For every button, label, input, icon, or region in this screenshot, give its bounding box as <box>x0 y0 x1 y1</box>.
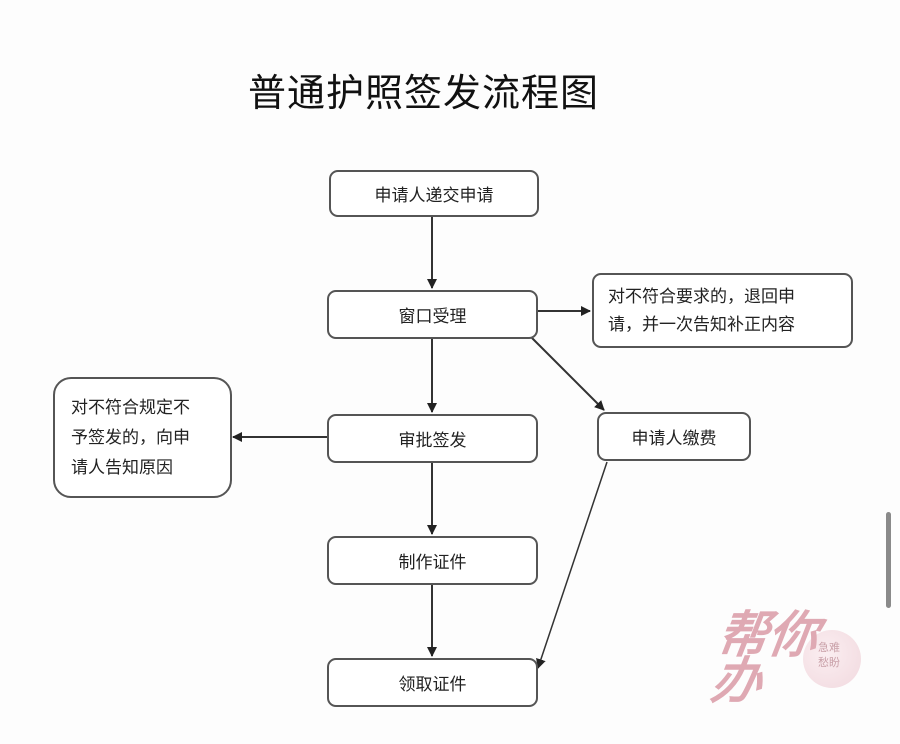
node-reject-approval: 对不符合规定不 予签发的，向申 请人告知原因 <box>53 377 232 498</box>
vertical-scrollbar[interactable] <box>886 512 891 608</box>
node-label: 审批签发 <box>398 431 467 451</box>
node-label: 申请人递交申请 <box>374 186 494 206</box>
node-approve-issue: 审批签发 <box>327 414 538 463</box>
node-label: 申请人缴费 <box>631 429 717 449</box>
node-label: 领取证件 <box>398 675 467 695</box>
node-pay-fee: 申请人缴费 <box>597 412 751 461</box>
watermark-sub-line: 愁盼 <box>818 656 840 669</box>
watermark-main-text: 帮你办 <box>707 606 823 710</box>
node-label-line: 请，并一次告知补正内容 <box>608 314 795 335</box>
watermark-subtitle: 急难 愁盼 <box>812 640 846 670</box>
diagram-title: 普通护照签发流程图 <box>248 71 600 115</box>
node-collect-certificate: 领取证件 <box>327 658 538 707</box>
watermark-logo: 急难 愁盼 帮你办 <box>708 606 865 737</box>
node-reject-request: 对不符合要求的，退回申 请，并一次告知补正内容 <box>592 273 853 348</box>
watermark-sub-line: 急难 <box>818 641 840 654</box>
edge-pay-fee-to-collect-cert <box>536 461 608 669</box>
node-label-line: 对不符合规定不 <box>71 397 190 418</box>
watermark-circle <box>803 630 861 688</box>
node-make-certificate: 制作证件 <box>327 536 538 585</box>
node-label-line: 予签发的，向申 <box>71 427 190 448</box>
node-label-line: 对不符合要求的，退回申 <box>608 286 795 307</box>
node-window-acceptance: 窗口受理 <box>327 290 538 339</box>
edge-accept-to-pay-fee <box>531 337 605 411</box>
node-label: 窗口受理 <box>398 307 467 327</box>
node-label: 制作证件 <box>398 553 467 573</box>
node-label-line: 请人告知原因 <box>71 457 173 478</box>
node-submit-application: 申请人递交申请 <box>329 170 539 217</box>
